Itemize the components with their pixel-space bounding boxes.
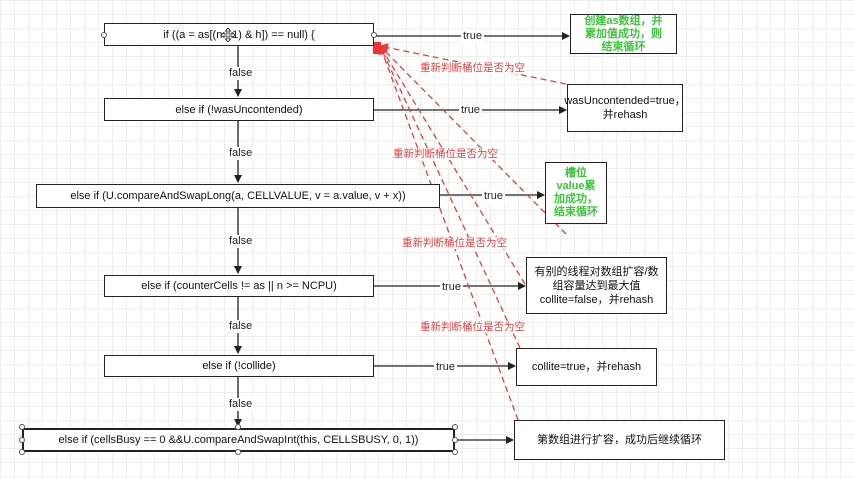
result-box-6[interactable]: 第数组进行扩容，成功后继续循环 xyxy=(514,420,725,460)
resize-handle[interactable] xyxy=(19,437,25,443)
result-box-1[interactable]: 创建as数组，并累加值成功，则结束循环 xyxy=(570,14,677,54)
recheck-arrow-3 xyxy=(379,45,526,285)
false-label: false xyxy=(227,398,255,411)
true-label: true xyxy=(440,281,463,294)
resize-handle[interactable] xyxy=(101,32,107,38)
condition-box-4[interactable]: else if (counterCells != as || n >= NCPU… xyxy=(104,275,374,297)
result-text-2: wasUncontended=true，并rehash xyxy=(564,95,686,121)
result-text-5: collite=true，并rehash xyxy=(531,361,642,373)
condition-box-1[interactable]: if ((a = as[(n - 1) & h]) == null) { xyxy=(104,23,374,46)
recheck-arrow-2 xyxy=(379,45,567,235)
result-text-6: 第数组进行扩容，成功后继续循环 xyxy=(537,434,702,446)
resize-handle[interactable] xyxy=(19,449,25,455)
condition-text-1: if ((a = as[(n - 1) & h]) == null) { xyxy=(163,28,315,41)
red-square-marker-icon xyxy=(373,42,381,54)
condition-text-2: else if (!wasUncontended) xyxy=(175,103,303,116)
recheck-arrow-4 xyxy=(379,45,521,349)
condition-text-5: else if (!collide) xyxy=(202,360,276,372)
result-text-1: 创建as数组，并累加值成功，则结束循环 xyxy=(584,14,663,53)
result-text-4: 有别的线程对数组扩容/数组容量达到最大值 collite=false，并reha… xyxy=(534,265,659,306)
resize-handle[interactable] xyxy=(452,437,458,443)
resize-handle[interactable] xyxy=(371,32,377,38)
false-label: false xyxy=(227,320,255,333)
resize-handle[interactable] xyxy=(19,424,25,430)
condition-text-4: else if (counterCells != as || n >= NCPU… xyxy=(141,280,337,292)
recheck-label: 重新判断桶位是否为空 xyxy=(392,148,499,160)
false-label: false xyxy=(227,147,255,160)
result-box-3[interactable]: 槽位value累加成功，结束循环 xyxy=(545,162,607,224)
condition-text-6: else if (cellsBusy == 0 &&U.compareAndSw… xyxy=(58,434,419,446)
true-label: true xyxy=(434,361,457,374)
result-box-2[interactable]: wasUncontended=true，并rehash xyxy=(564,84,686,132)
recheck-label: 重新判断桶位是否为空 xyxy=(419,62,526,74)
condition-box-3[interactable]: else if (U.compareAndSwapLong(a, CELLVAL… xyxy=(36,184,440,208)
false-label: false xyxy=(227,67,255,80)
resize-handle[interactable] xyxy=(452,449,458,455)
condition-text-3: else if (U.compareAndSwapLong(a, CELLVAL… xyxy=(70,190,406,202)
condition-box-5[interactable]: else if (!collide) xyxy=(104,355,374,377)
resize-handle[interactable] xyxy=(235,424,241,430)
result-box-5[interactable]: collite=true，并rehash xyxy=(516,348,657,386)
condition-box-2[interactable]: else if (!wasUncontended) xyxy=(104,98,374,121)
result-box-4[interactable]: 有别的线程对数组扩容/数组容量达到最大值 collite=false，并reha… xyxy=(526,257,667,314)
move-cursor-icon xyxy=(221,28,235,42)
recheck-arrow-5 xyxy=(378,45,519,421)
recheck-label: 重新判断桶位是否为空 xyxy=(401,237,508,249)
result-text-3: 槽位value累加成功，结束循环 xyxy=(554,167,598,218)
resize-handle[interactable] xyxy=(235,449,241,455)
true-label: true xyxy=(482,190,505,203)
recheck-label: 重新判断桶位是否为空 xyxy=(419,321,526,333)
true-label: true xyxy=(461,30,484,43)
resize-handle[interactable] xyxy=(452,424,458,430)
false-label: false xyxy=(227,235,255,248)
true-label: true xyxy=(459,104,482,117)
